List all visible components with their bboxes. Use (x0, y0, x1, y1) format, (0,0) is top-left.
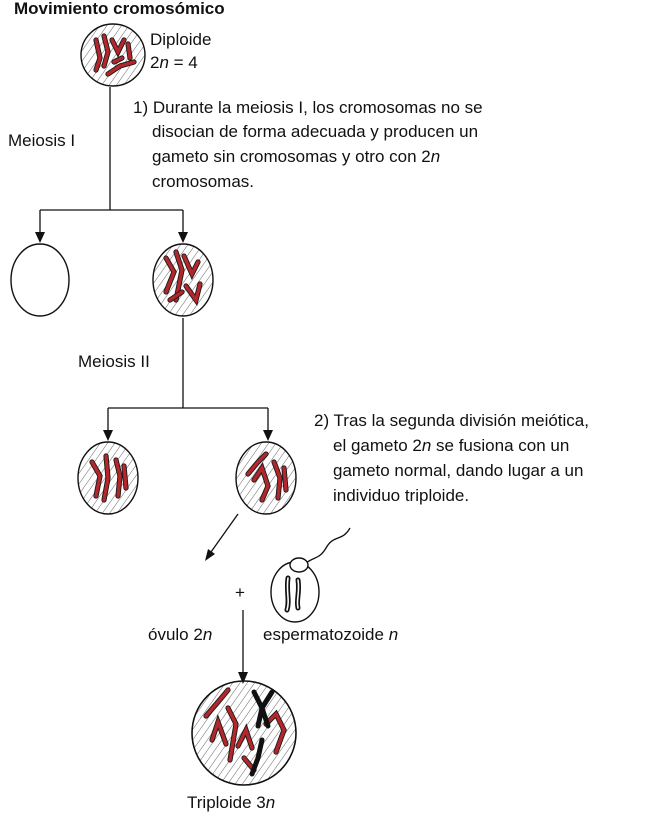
diploid-chromosomes (93, 33, 137, 77)
note2-line1: 2) Tras la segunda división meiótica, (314, 411, 589, 430)
note2-line2: el gameto 2n se fusiona con un (333, 436, 569, 455)
triploid-arrowhead (238, 672, 248, 684)
note-1: 1) Durante la meiosis I, los cromosomas … (133, 98, 483, 191)
note1-line1: 1) Durante la meiosis I, los cromosomas … (133, 98, 483, 117)
note-2: 2) Tras la segunda división meiótica, el… (314, 411, 589, 505)
fusion-arrowhead (205, 549, 215, 561)
note1-line2: disocian de forma adecuada y producen un (152, 122, 478, 141)
gamete-2n (152, 243, 214, 317)
triploid-cell (191, 680, 297, 786)
diploid-label: Diploide (150, 30, 211, 49)
ovulo-label: óvulo 2n (148, 625, 212, 644)
note1-line4: cromosomas. (152, 172, 254, 191)
meiosis2-label: Meiosis II (78, 352, 150, 371)
arrowhead-right-1 (178, 232, 188, 243)
plus-sign: + (235, 583, 245, 602)
diagram-title: Movimiento cromosómico (14, 0, 225, 18)
empty-gamete (10, 243, 70, 317)
note2-line4: individuo triploide. (333, 486, 469, 505)
sperm (270, 527, 351, 623)
gamete-meiosis2-left (77, 441, 139, 515)
diploid-ploidy: 2n = 4 (150, 53, 198, 72)
arrowhead-left-1 (35, 232, 45, 243)
fusion-arrow (210, 513, 239, 553)
triploid-label: Triploide 3n (187, 793, 275, 812)
esperm-label: espermatozoide n (263, 625, 398, 644)
branch-1 (35, 209, 188, 243)
arrowhead-left-2 (103, 430, 113, 441)
gamete-meiosis2-right (235, 441, 297, 515)
arrowhead-right-2 (263, 430, 273, 441)
note1-line3: gameto sin cromosomas y otro con 2n (152, 147, 440, 166)
branch-2 (103, 407, 273, 441)
note2-line3: gameto normal, dando lugar a un (333, 461, 583, 480)
diploid-cell (80, 23, 146, 87)
meiosis1-label: Meiosis I (8, 131, 75, 150)
